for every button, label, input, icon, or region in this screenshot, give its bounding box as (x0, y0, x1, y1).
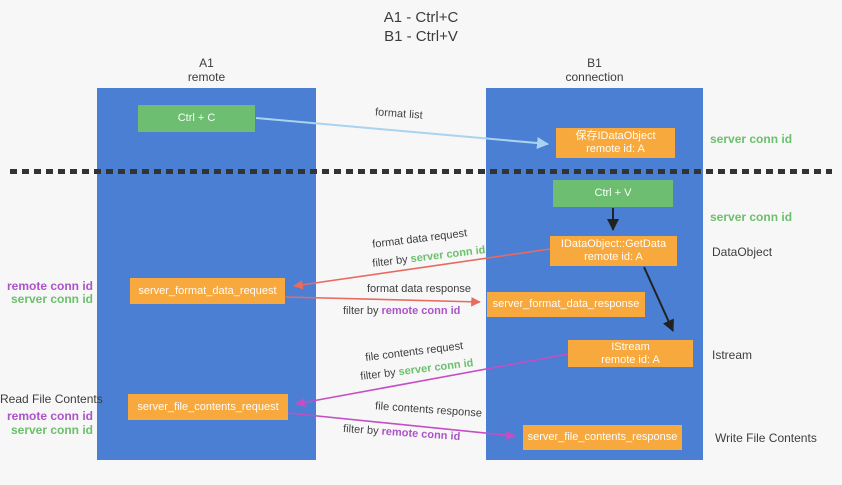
node-format-response-label: server_format_data_response (492, 298, 640, 310)
dotted-separator-line (10, 169, 832, 174)
left-label-remote-conn-id-1: remote conn id (6, 279, 93, 293)
node-istream: IStream remote id: A (568, 340, 693, 367)
node-server-format-data-response: server_format_data_response (487, 292, 645, 317)
diagram-title: A1 - Ctrl+C B1 - Ctrl+V (0, 8, 842, 46)
right-label-istream: Istream (712, 348, 753, 362)
lifeline-b1-role: connection (565, 70, 624, 84)
node-save-line2: remote id: A (586, 143, 645, 155)
node-ctrl-v-label: Ctrl + V (594, 187, 632, 199)
filter-by-text: filter by (342, 422, 379, 438)
server-conn-id-text: server conn id (397, 357, 475, 379)
label-format-data-response: format data response (367, 283, 471, 295)
title-line-a1: A1 - Ctrl+C (383, 9, 459, 26)
node-getdata-line2: remote id: A (584, 251, 643, 263)
server-conn-id-text: server conn id (409, 244, 487, 266)
label-filter-by-remote-conn-id-1: filter by remote conn id (343, 305, 460, 317)
node-server-format-data-request: server_format_data_request (130, 278, 285, 304)
label-format-list: format list (374, 106, 424, 122)
lifeline-b1-name: B1 (587, 56, 602, 70)
right-label-write-file-contents: Write File Contents (715, 431, 817, 445)
filter-by-text: filter by (371, 253, 409, 270)
node-ctrl-v: Ctrl + V (553, 180, 673, 207)
label-file-contents-response: file contents response (374, 400, 483, 420)
filter-by-text: filter by (359, 366, 397, 383)
left-label-server-conn-id-2: server conn id (10, 423, 93, 437)
left-label-read-file-contents: Read File Contents (0, 392, 103, 406)
right-label-dataobject: DataObject (712, 245, 773, 259)
node-save-line1: 保存IDataObject (575, 130, 656, 142)
node-ctrl-c-label: Ctrl + C (177, 112, 216, 124)
title-line-b1: B1 - Ctrl+V (384, 28, 458, 45)
lifeline-a1-role: remote (187, 70, 226, 84)
label-filter-by-remote-conn-id-2: filter by remote conn id (343, 423, 461, 443)
node-idataobject-getdata: IDataObject::GetData remote id: A (550, 236, 677, 266)
node-istream-line2: remote id: A (601, 353, 660, 366)
remote-conn-id-text: remote conn id (381, 425, 461, 444)
lifeline-a1-name: A1 (199, 56, 214, 70)
node-file-response-label: server_file_contents_response (527, 431, 678, 443)
node-server-file-contents-request: server_file_contents_request (128, 394, 288, 420)
node-getdata-line1: IDataObject::GetData (560, 238, 667, 250)
node-istream-line1: IStream (611, 340, 650, 353)
right-label-server-conn-id-1: server conn id (710, 132, 793, 146)
filter-by-text: filter by (343, 305, 379, 317)
lifeline-header-b1: B1 connection (486, 56, 703, 84)
node-save-idataobject: 保存IDataObject remote id: A (556, 128, 675, 158)
right-label-server-conn-id-2: server conn id (710, 210, 793, 224)
node-format-request-label: server_format_data_request (138, 284, 277, 297)
node-file-request-label: server_file_contents_request (137, 400, 279, 413)
left-label-server-conn-id-1: server conn id (10, 292, 93, 306)
node-ctrl-c: Ctrl + C (138, 105, 255, 132)
remote-conn-id-text: remote conn id (381, 305, 461, 317)
lifeline-header-a1: A1 remote (97, 56, 316, 84)
left-label-remote-conn-id-2: remote conn id (6, 409, 93, 423)
node-server-file-contents-response: server_file_contents_response (523, 425, 682, 450)
